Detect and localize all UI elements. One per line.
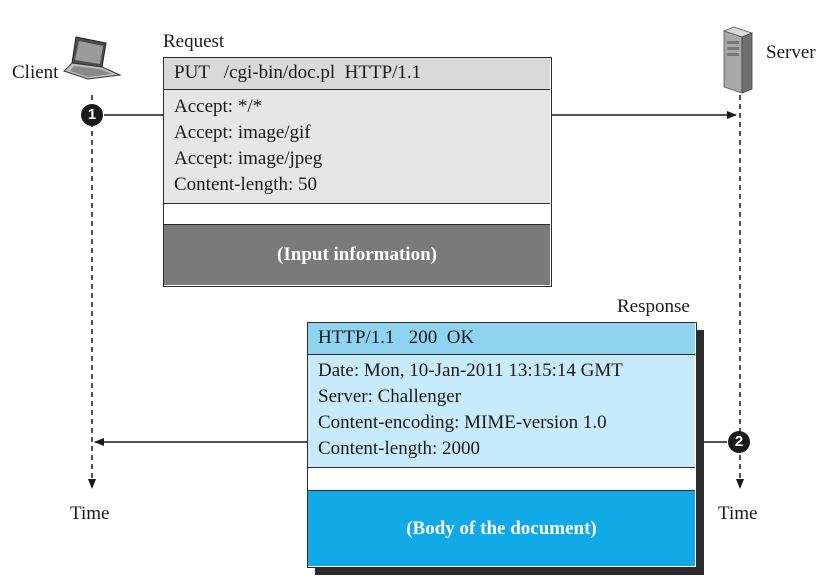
client-time-label: Time — [70, 503, 110, 524]
status-line-row: HTTP/1.1 200 OK — [308, 323, 695, 355]
response-blank-line — [308, 468, 695, 491]
response-message: HTTP/1.1 200 OK Date: Mon, 10-Jan-2011 1… — [307, 322, 697, 568]
request-header-1: Accept: */* — [174, 96, 263, 117]
response-header-2: Server: Challenger — [318, 386, 461, 407]
server-label: Server — [766, 42, 816, 63]
status-line: HTTP/1.1 200 OK — [318, 327, 475, 348]
request-header-4: Content-length: 50 — [174, 174, 318, 195]
response-headers: Date: Mon, 10-Jan-2011 13:15:14 GMT Serv… — [308, 355, 695, 468]
request-headers: Accept: */* Accept: image/gif Accept: im… — [164, 90, 550, 204]
response-body: (Body of the document) — [308, 491, 695, 566]
client-label: Client — [12, 62, 59, 83]
laptop-icon — [62, 35, 122, 83]
request-line: PUT /cgi-bin/doc.pl HTTP/1.1 — [174, 62, 422, 83]
response-header-4: Content-length: 2000 — [318, 438, 481, 459]
request-header-2: Accept: image/gif — [174, 122, 311, 143]
response-title: Response — [617, 296, 690, 317]
request-line-row: PUT /cgi-bin/doc.pl HTTP/1.1 — [164, 58, 550, 90]
server-time-label: Time — [718, 503, 758, 524]
response-header-1: Date: Mon, 10-Jan-2011 13:15:14 GMT — [318, 360, 623, 381]
request-title: Request — [163, 31, 225, 52]
step-2-badge: 2 — [728, 431, 750, 453]
request-header-3: Accept: image/jpeg — [174, 148, 323, 169]
response-header-3: Content-encoding: MIME-version 1.0 — [318, 412, 607, 433]
server-tower-icon — [718, 25, 758, 95]
step-1-badge: 1 — [81, 104, 103, 126]
request-message: PUT /cgi-bin/doc.pl HTTP/1.1 Accept: */*… — [163, 57, 552, 287]
request-blank-line — [164, 204, 550, 225]
request-body: (Input information) — [164, 225, 550, 285]
